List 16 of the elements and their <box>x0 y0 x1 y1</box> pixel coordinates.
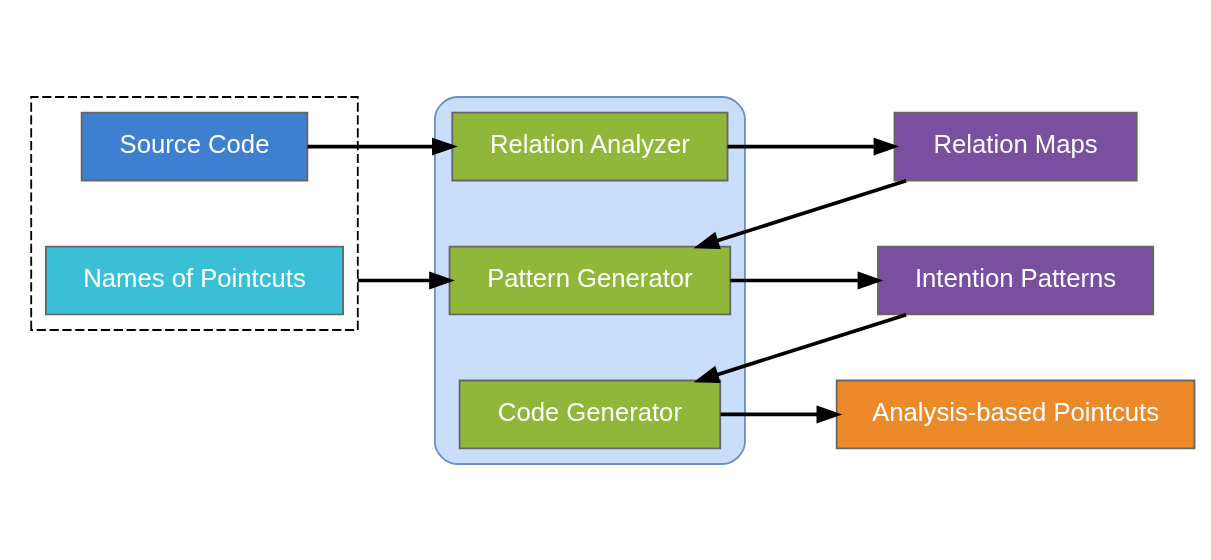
arrow <box>730 271 884 289</box>
arrow <box>357 271 455 289</box>
node-box: Names of Pointcuts <box>44 245 345 315</box>
arrow <box>720 404 843 423</box>
node-box: Pattern Generator <box>448 245 732 315</box>
arrow <box>693 312 907 383</box>
cluster <box>30 95 359 331</box>
node-box: Relation Analyzer <box>451 111 729 181</box>
node-box: Intention Patterns <box>877 245 1155 315</box>
node-box: Source Code <box>80 111 309 181</box>
arrow <box>693 178 907 249</box>
arrow <box>727 137 900 156</box>
node-box: Code Generator <box>458 379 722 449</box>
node-box: Analysis-based Pointcuts <box>835 379 1196 449</box>
arrow <box>307 137 458 156</box>
node-box: Relation Maps <box>893 111 1138 181</box>
